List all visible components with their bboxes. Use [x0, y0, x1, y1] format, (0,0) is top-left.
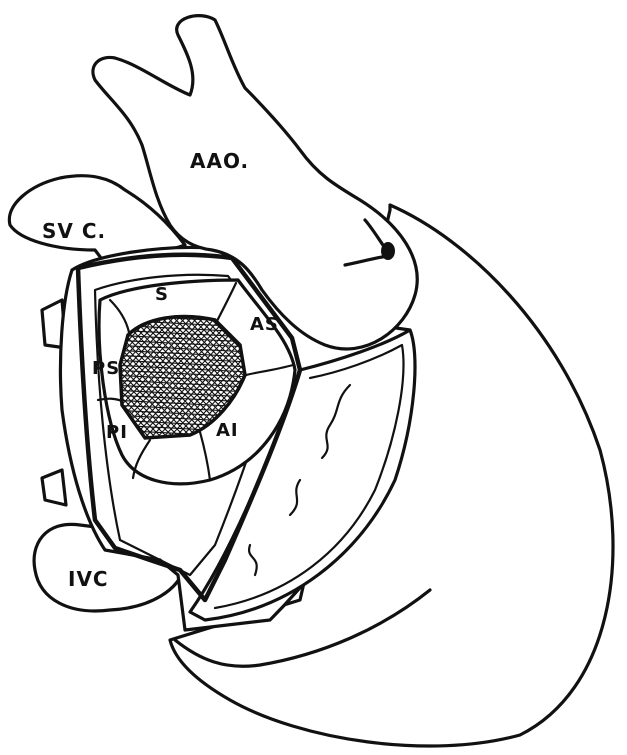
- defect-hatch-line: [0, 300, 40, 460]
- label-s: S: [155, 284, 169, 305]
- defect-hatch-line: [0, 300, 4, 460]
- label-as: AS: [250, 314, 279, 335]
- label-ai: AI: [216, 420, 239, 441]
- ivc-tab: [42, 470, 66, 505]
- defect-hatch-line: [0, 300, 16, 460]
- coronary-ostium: [381, 242, 395, 260]
- label-pi: PI: [106, 422, 128, 443]
- label-ivc: IVC: [68, 567, 109, 591]
- label-aao: AAO.: [190, 149, 249, 173]
- defect-hatch-line: [0, 300, 28, 460]
- defect-hatch-line: [0, 300, 10, 460]
- label-ps: PS: [92, 358, 120, 379]
- defect-hatch-line: [0, 300, 34, 460]
- defect-hatch-line: [0, 300, 46, 460]
- defect-hatch-line: [0, 300, 22, 460]
- label-svc: SV C.: [42, 219, 106, 243]
